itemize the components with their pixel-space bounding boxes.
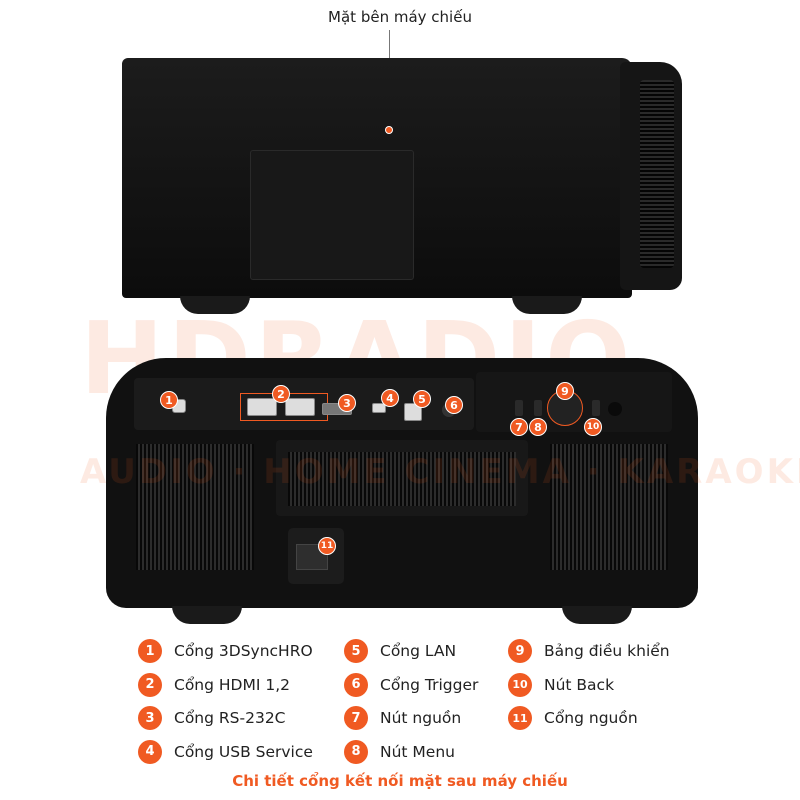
legend-number: 5 xyxy=(344,639,368,663)
legend-label: Cổng Trigger xyxy=(380,675,479,694)
legend-label: Nút Back xyxy=(544,675,615,694)
foot xyxy=(180,296,250,314)
marker-2: 2 xyxy=(272,385,290,403)
back-button xyxy=(592,400,600,416)
legend-number: 2 xyxy=(138,672,162,697)
legend-number: 6 xyxy=(344,672,368,697)
marker-10: 10 xyxy=(584,418,602,436)
side-vent-grill xyxy=(640,80,674,268)
menu-button xyxy=(534,400,542,416)
legend-item: 11 Cổng nguồn xyxy=(508,706,670,730)
legend-number: 7 xyxy=(344,706,368,730)
legend-number: 10 xyxy=(508,672,532,697)
legend-number: 4 xyxy=(138,739,162,764)
marker-9: 9 xyxy=(556,382,574,400)
center-vent xyxy=(288,452,516,506)
legend-item: 10 Nút Back xyxy=(508,672,670,697)
usb-port xyxy=(372,403,386,413)
legend-item: 7 Nút nguồn xyxy=(344,706,478,730)
legend-label: Bảng điều khiển xyxy=(544,642,670,660)
legend-label: Cổng RS-232C xyxy=(174,709,286,727)
legend-label: Nút nguồn xyxy=(380,709,462,727)
left-vent xyxy=(136,444,254,570)
side-view-label: Mặt bên máy chiếu xyxy=(328,8,472,26)
legend-number: 1 xyxy=(138,639,162,663)
legend-item: 5 Cổng LAN xyxy=(344,639,478,663)
legend-label: Cổng nguồn xyxy=(544,709,638,727)
legend-item: 2 Cổng HDMI 1,2 xyxy=(138,672,313,697)
ir-sensor xyxy=(608,402,622,416)
legend-number: 9 xyxy=(508,639,532,663)
marker-3: 3 xyxy=(338,394,356,412)
legend-label: Cổng 3DSyncHRO xyxy=(174,642,313,660)
marker-5: 5 xyxy=(413,390,431,408)
legend-item: 6 Cổng Trigger xyxy=(344,672,479,697)
legend-number: 11 xyxy=(508,706,532,730)
lan-port xyxy=(404,403,422,421)
hdmi-1-port xyxy=(247,398,277,416)
legend-label: Nút Menu xyxy=(380,742,455,761)
side-cover-panel xyxy=(250,150,414,280)
caption: Chi tiết cổng kết nối mặt sau máy chiếu xyxy=(232,772,568,790)
foot xyxy=(562,606,632,624)
legend-item: 1 Cổng 3DSyncHRO xyxy=(138,639,313,663)
legend-column-3: 9 Bảng điều khiển 10 Nút Back 11 Cổng nguồn xyxy=(508,639,670,730)
foot xyxy=(512,296,582,314)
pointer-dot xyxy=(385,126,393,134)
legend-column-2: 5 Cổng LAN 6 Cổng Trigger 7 Nút nguồn 8 Nút … xyxy=(344,639,478,764)
foot xyxy=(172,606,242,624)
hdmi-2-port xyxy=(285,398,315,416)
watermark-tagline: AUDIO · HOME CINEMA · KARAOKE xyxy=(80,452,800,492)
marker-8: 8 xyxy=(529,418,547,436)
legend-number: 3 xyxy=(138,706,162,730)
legend-item: 8 Nút Menu xyxy=(344,739,478,764)
legend-column-1: 1 Cổng 3DSyncHRO 2 Cổng HDMI 1,2 3 Cổng RS-… xyxy=(138,639,313,764)
marker-6: 6 xyxy=(445,396,463,414)
power-button xyxy=(515,400,523,416)
legend-label: Cổng LAN xyxy=(380,642,457,660)
legend-item: 4 Cổng USB Service xyxy=(138,739,313,764)
legend-item: 3 Cổng RS-232C xyxy=(138,706,313,730)
legend-label: Cổng HDMI 1,2 xyxy=(174,675,291,694)
marker-7: 7 xyxy=(510,418,528,436)
legend-number: 8 xyxy=(344,739,368,764)
legend-label: Cổng USB Service xyxy=(174,742,313,761)
right-vent xyxy=(550,444,668,570)
marker-1: 1 xyxy=(160,391,178,409)
marker-4: 4 xyxy=(381,389,399,407)
marker-11: 11 xyxy=(318,537,336,555)
legend-item: 9 Bảng điều khiển xyxy=(508,639,670,663)
